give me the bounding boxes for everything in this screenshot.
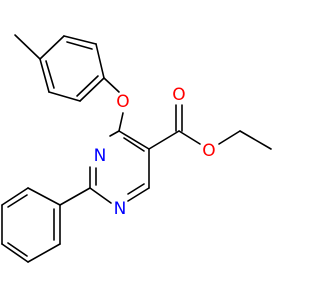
molecule-structure: O O O N N <box>1 34 272 263</box>
bond-ether-ring <box>118 112 124 132</box>
bond-inner <box>123 137 145 152</box>
bond <box>1 187 29 206</box>
bond-aryl-ether <box>103 77 120 93</box>
ether-oxygen-label: O <box>116 92 129 112</box>
bond-inner <box>76 75 99 97</box>
bond <box>95 43 105 79</box>
ring-nitrogen-lower-label: N <box>114 199 127 219</box>
bond-carbonyl-ester-o <box>178 130 201 145</box>
bond <box>27 187 61 206</box>
bond <box>63 35 97 45</box>
bond-ester-o-ethyl <box>218 130 241 145</box>
bond <box>48 91 81 102</box>
bond-pyrimidine-phenyl <box>59 187 91 206</box>
phenyl-ring <box>1 187 61 263</box>
bond <box>39 35 65 60</box>
bond-ring-carbonyl <box>148 130 180 150</box>
bond-inner <box>45 60 55 89</box>
bond <box>118 130 150 150</box>
tolyl-ring <box>39 35 105 102</box>
bond <box>127 187 150 202</box>
bond <box>79 77 105 102</box>
bond <box>39 58 50 93</box>
bond <box>109 130 120 137</box>
bond-inner <box>7 242 28 257</box>
carbonyl-oxygen-label: O <box>172 85 185 105</box>
ester-oxygen-label: O <box>202 141 215 161</box>
ring-nitrogen-upper-label: N <box>94 146 107 166</box>
pyrimidine-ring <box>89 130 150 204</box>
bond-ethyl <box>239 130 272 150</box>
bond <box>89 187 112 204</box>
bond <box>1 243 29 263</box>
bond-inner <box>127 183 145 195</box>
methyl-bond <box>14 34 41 60</box>
bond-inner <box>66 41 93 50</box>
bond-inner <box>7 194 28 208</box>
bond <box>27 243 61 263</box>
